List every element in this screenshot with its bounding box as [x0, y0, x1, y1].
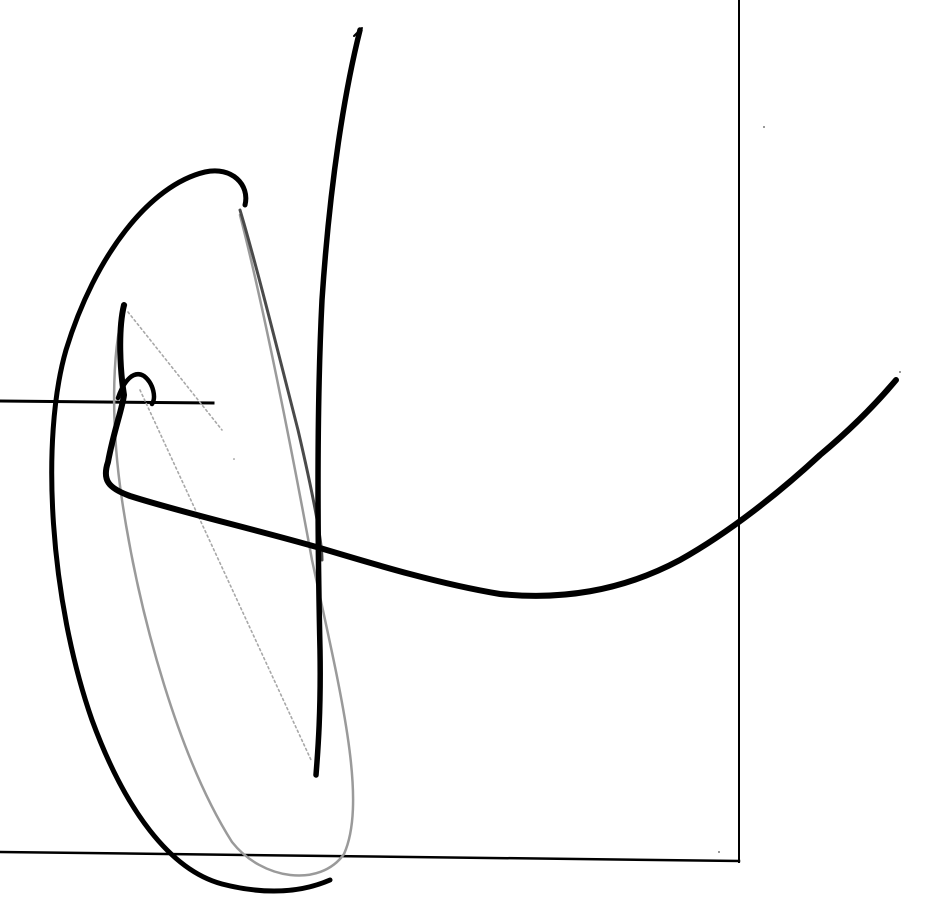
signature-small-loop: [115, 372, 157, 407]
signature-hook-and-tail: [102, 302, 899, 599]
handwritten-signature: [49, 27, 899, 894]
bottom-border-line: [0, 850, 741, 863]
signature-vertical-tip: [353, 27, 363, 37]
signature-faint-loop: [112, 213, 355, 877]
signature-outer-loop: [49, 168, 333, 894]
signature-vertical-stroke: [313, 27, 363, 778]
scan-specks: [233, 126, 901, 853]
signature-faint-diagonal-2: [139, 389, 313, 763]
signature-faint-diagonal-1: [127, 311, 223, 431]
form-lines: [0, 0, 741, 863]
signature-baseline: [0, 399, 215, 405]
